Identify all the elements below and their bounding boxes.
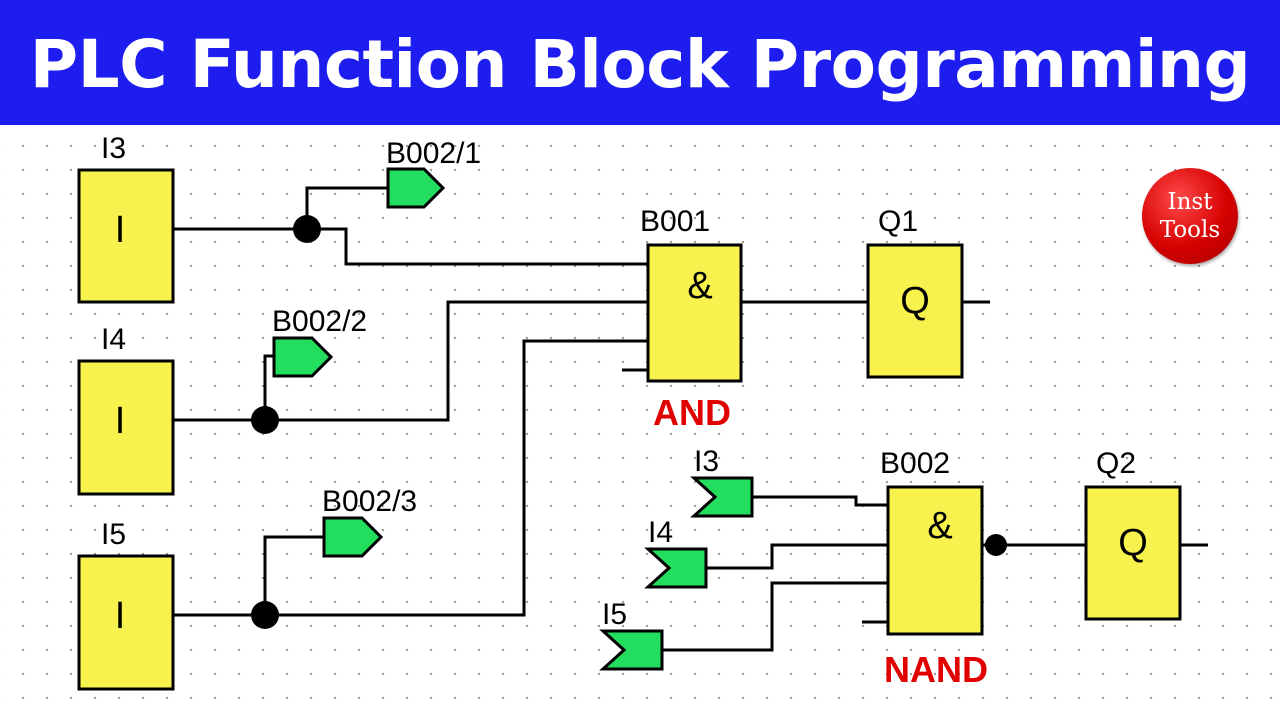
nand-block-b002 [886,485,984,636]
title-banner: PLC Function Block Programming [0,0,1280,125]
logo-line-1: Inst [1167,189,1213,215]
input-i4-tag: I4 [101,323,126,356]
wire-i5-to-b001 [173,339,648,617]
wire-i4-branch-flag [263,354,274,420]
wire-i5-branch-flag [263,535,324,615]
logo-text: Inst Tools [1142,188,1238,244]
nand-block-id: B002 [880,447,950,480]
and-block-id: B001 [640,205,710,238]
output-q2-tag: Q2 [1096,447,1136,480]
connector-flag-b002-2 [272,336,334,378]
inst-tools-logo: Inst Tools [1142,168,1238,264]
nand-input-i4-label: I4 [648,516,673,549]
input-i5-tag: I5 [101,518,126,551]
wire-flag-i5-to-b002 [662,581,888,652]
nand-input-i3-label: I3 [694,445,719,478]
connector-b002-1-label: B002/1 [386,137,481,170]
output-q1-tag: Q1 [878,205,918,238]
connector-b002-3-label: B002/3 [322,485,417,518]
nand-input-flag-i3 [690,476,754,518]
nand-input-i5-label: I5 [602,598,627,631]
wire-flag-i4-to-b002 [706,543,888,570]
nand-input-flag-i5 [599,629,664,671]
input-block-i3 [77,168,175,304]
input-block-i5 [77,554,175,691]
diagram-canvas: I I3 I I4 I I5 B002/1 B002/2 B002/3 & B0… [0,125,1280,720]
and-block-symbol: & [687,265,712,307]
page-title: PLC Function Block Programming [29,26,1251,103]
nand-block-symbol: & [927,505,952,547]
wire-flag-i3-to-b002 [752,495,888,507]
junction-i4 [251,406,279,434]
input-i3-tag: I3 [101,132,126,165]
output-block-q1 [866,243,964,379]
junction-i5 [251,601,279,629]
nand-negation-dot [985,534,1007,556]
input-i3-symbol: I [115,209,126,251]
input-block-i4 [77,359,175,496]
input-i4-symbol: I [115,400,126,442]
connector-b002-2-label: B002/2 [272,305,367,338]
input-i5-symbol: I [115,595,126,637]
nand-gate-label: NAND [884,649,988,690]
wire-i3-to-b001 [173,227,648,266]
output-q2-symbol: Q [1118,522,1148,564]
connector-flag-b002-1 [386,167,446,209]
junction-i3 [293,215,321,243]
nand-input-flag-i4 [644,547,708,589]
output-q1-symbol: Q [900,280,930,322]
output-block-q2 [1084,485,1182,621]
logo-line-2: Tools [1159,217,1221,243]
connector-flag-b002-3 [322,516,384,558]
and-gate-label: AND [653,392,731,433]
function-block-diagram: I I3 I I4 I I5 B002/1 B002/2 B002/3 & B0… [77,132,1208,691]
and-block-b001 [646,243,743,383]
wire-i4-to-b001 [173,300,648,422]
